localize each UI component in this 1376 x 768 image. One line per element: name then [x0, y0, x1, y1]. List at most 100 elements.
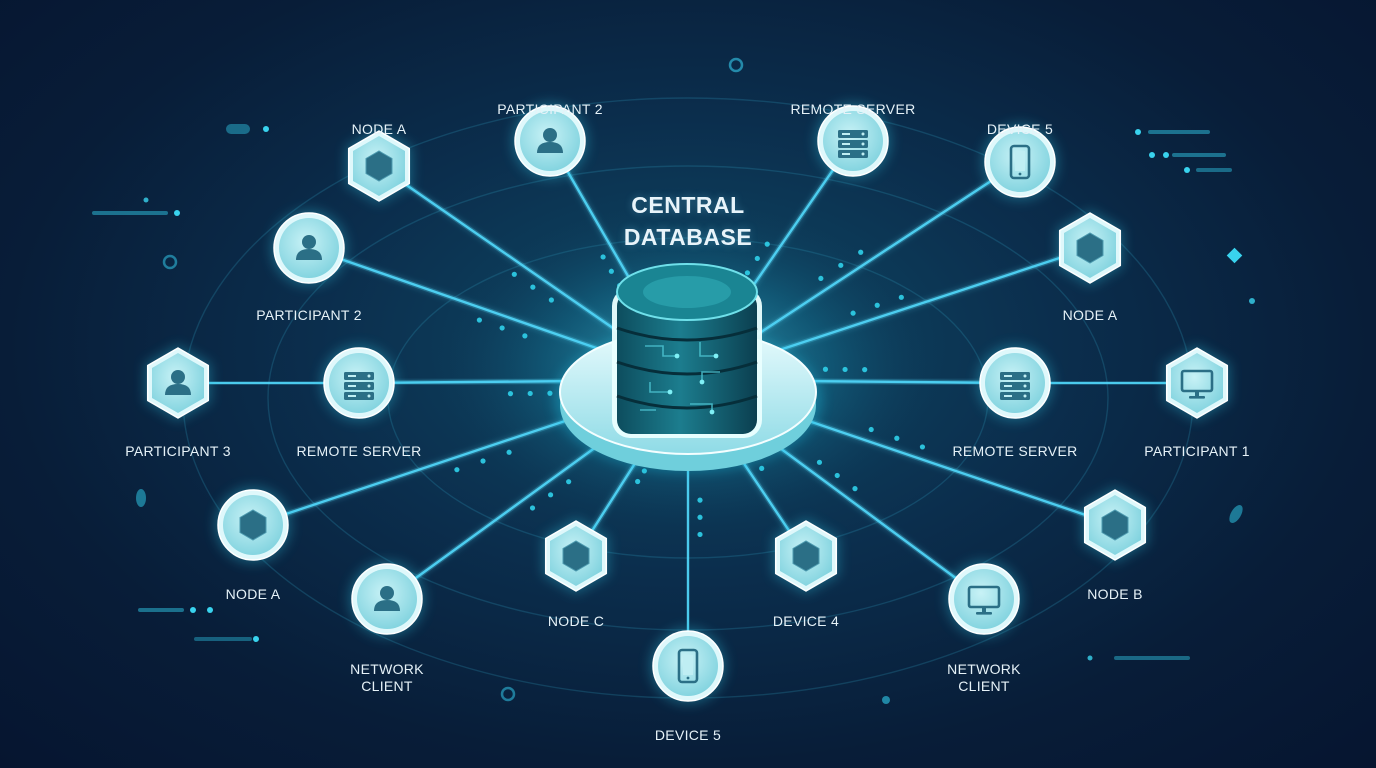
packet-dot	[818, 275, 824, 282]
packet-dot	[834, 472, 840, 479]
packet-dot	[480, 458, 486, 464]
packet-dot	[507, 391, 514, 397]
packet-dot	[506, 449, 512, 455]
node-label-n11: NODE A	[225, 586, 281, 602]
node-label-n9: REMOTE SERVER	[952, 443, 1078, 459]
decor-ring	[162, 254, 178, 270]
decor-dot	[1249, 298, 1255, 304]
node-label-n7: PARTICIPANT 3	[125, 443, 231, 459]
decor-blob	[1229, 504, 1243, 524]
node-label-n4: DEVICE 5	[986, 121, 1054, 137]
node-n9[interactable]	[977, 345, 1053, 421]
packet-dot	[566, 479, 572, 485]
node-n14[interactable]	[946, 561, 1022, 637]
node-label-n6: NODE A	[1062, 307, 1118, 323]
packet-dot	[858, 249, 864, 255]
node-n11[interactable]	[215, 487, 291, 563]
network-nodes	[145, 103, 1230, 704]
packet-dot	[842, 366, 848, 373]
node-n10[interactable]	[1164, 345, 1230, 421]
server-icon	[344, 372, 374, 400]
packet-dot	[850, 310, 856, 316]
decor-ring	[728, 57, 744, 73]
node-label-n13: NETWORK CLIENT	[350, 661, 424, 694]
monitor-icon	[1180, 369, 1214, 399]
node-n16[interactable]	[773, 518, 839, 594]
packet-dot	[499, 325, 505, 331]
central-database[interactable]	[554, 263, 822, 472]
decor-dot	[190, 607, 196, 613]
decor-dot	[263, 126, 269, 132]
packet-dot	[697, 531, 703, 538]
packet-dot	[898, 294, 904, 300]
phone-icon	[677, 648, 699, 684]
packet-dot	[529, 505, 536, 511]
packet-dot	[697, 514, 703, 520]
node-n15[interactable]	[543, 518, 609, 594]
decor-dot	[1087, 655, 1093, 661]
user-icon	[296, 235, 322, 260]
node-label-n3: REMOTE SERVER	[790, 101, 916, 117]
server-icon	[838, 130, 868, 158]
node-label-n14: NETWORK CLIENT	[947, 661, 1021, 694]
decor-dash	[1148, 130, 1210, 134]
node-n5[interactable]	[271, 210, 347, 286]
decor-dot	[143, 197, 149, 203]
decor-dot	[174, 210, 180, 216]
packet-dot	[874, 302, 880, 308]
cube-icon	[239, 509, 267, 541]
node-n3[interactable]	[815, 103, 891, 179]
packet-dot	[547, 492, 554, 498]
decor-dash	[1196, 168, 1232, 172]
node-n1[interactable]	[346, 128, 412, 204]
decor-dot	[882, 696, 890, 704]
packet-dot	[822, 366, 829, 372]
node-n13[interactable]	[349, 561, 425, 637]
decor-dash	[92, 211, 168, 215]
decor-blob	[136, 489, 146, 507]
node-n6[interactable]	[1057, 210, 1123, 286]
packet-dot	[476, 317, 482, 323]
packet-dot	[862, 367, 868, 373]
node-label-n5: PARTICIPANT 2	[256, 307, 362, 323]
decor-dot	[1184, 167, 1190, 173]
decor-dot	[253, 636, 259, 642]
node-n12[interactable]	[1082, 487, 1148, 563]
decor-ring	[500, 686, 516, 702]
packet-dot	[894, 435, 900, 441]
node-label-n1: NODE A	[351, 121, 407, 137]
node-n4[interactable]	[982, 124, 1058, 200]
node-label-n2: PARTICIPANT 2	[497, 101, 603, 117]
node-n2[interactable]	[512, 103, 588, 179]
packet-dot	[548, 297, 554, 303]
decor-dot	[207, 607, 213, 613]
cube-icon	[792, 540, 820, 572]
monitor-icon	[967, 585, 1001, 615]
decor-dot	[1135, 129, 1141, 135]
packet-dot	[547, 390, 553, 396]
packet-dot	[816, 459, 823, 465]
node-label-n16: DEVICE 4	[772, 613, 840, 629]
decor-pill	[226, 124, 250, 134]
packet-dot	[838, 262, 844, 268]
decor-dash	[1114, 656, 1190, 660]
node-n8[interactable]	[321, 345, 397, 421]
server-icon	[1000, 372, 1030, 400]
packet-dot	[744, 270, 751, 276]
node-label-n10: PARTICIPANT 1	[1144, 443, 1250, 459]
node-n7[interactable]	[145, 345, 211, 421]
packet-dot	[530, 284, 536, 290]
packet-dot	[454, 467, 460, 473]
user-icon	[537, 128, 563, 153]
packet-dot	[600, 254, 606, 260]
packet-dot	[764, 241, 770, 247]
decor-dash	[1172, 153, 1226, 157]
packet-dot	[641, 468, 647, 474]
node-n17[interactable]	[650, 628, 726, 704]
node-label-n12: NODE B	[1087, 586, 1143, 602]
packet-dot	[511, 271, 517, 277]
decor-dot	[1163, 152, 1169, 158]
cube-icon	[1076, 232, 1104, 264]
packet-dot	[522, 333, 528, 339]
database-icon	[612, 263, 762, 438]
